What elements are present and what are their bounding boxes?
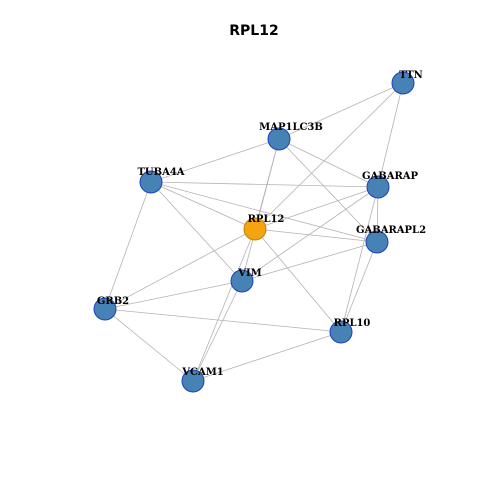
- node-label-grb2: GRB2: [97, 296, 129, 307]
- node-layer: TTN MAP1LC3B TUBA4A GABARAP RPL12GABARAPL2VI…: [93, 70, 426, 393]
- edge-gabarap-rpl12: [254, 186, 379, 230]
- edge-ttn-map1lc3b: [278, 82, 404, 140]
- node-label-rpl12: RPL12: [248, 214, 285, 225]
- edge-gabarap-rpl10: [340, 186, 379, 333]
- edge-map1lc3b-tuba4a: [150, 138, 280, 183]
- node-label-vim: VIM: [237, 268, 262, 279]
- edge-grb2-vcam1: [104, 308, 194, 382]
- node-circle-rpl10: [329, 320, 353, 344]
- edge-gabarapl2-vim: [241, 241, 378, 282]
- node-circle-vcam1: [181, 369, 205, 393]
- node-vim: VIM: [230, 268, 262, 293]
- edge-rpl12-vcam1: [192, 228, 256, 382]
- node-label-ttn: TTN: [399, 70, 423, 81]
- node-circle-grb2: [93, 297, 117, 321]
- node-label-map1lc3b: MAP1LC3B: [259, 122, 323, 133]
- node-circle-ttn: [391, 71, 415, 95]
- node-label-gabarap: GABARAP: [362, 171, 419, 182]
- edge-map1lc3b-vim: [241, 138, 280, 282]
- edge-vim-grb2: [104, 280, 243, 310]
- graph-title: RPL12: [229, 23, 278, 39]
- node-circle-map1lc3b: [267, 127, 291, 151]
- node-rpl12: RPL12: [243, 214, 285, 241]
- edge-tuba4a-grb2: [104, 181, 152, 310]
- edge-tuba4a-gabarap: [150, 181, 379, 188]
- edge-rpl12-gabarapl2: [254, 228, 378, 243]
- node-gabarap: GABARAP: [362, 171, 419, 199]
- node-vcam1: VCAM1: [181, 367, 224, 393]
- edge-map1lc3b-gabarapl2: [278, 138, 378, 243]
- edge-tuba4a-gabarapl2: [150, 181, 378, 243]
- edge-gabarapl2-rpl10: [340, 241, 378, 333]
- node-tuba4a: TUBA4A: [137, 167, 185, 194]
- edge-grb2-rpl10: [104, 308, 342, 333]
- node-circle-gabarapl2: [365, 230, 389, 254]
- edge-tuba4a-vim: [150, 181, 243, 282]
- node-grb2: GRB2: [93, 296, 129, 321]
- node-circle-tuba4a: [139, 170, 163, 194]
- edge-rpl12-rpl10: [254, 228, 342, 333]
- edge-ttn-gabarap: [377, 82, 404, 188]
- node-label-gabarapl2: GABARAPL2: [356, 225, 426, 236]
- edge-map1lc3b-gabarap: [278, 138, 379, 188]
- node-ttn: TTN: [391, 70, 423, 95]
- edge-gabarap-vim: [241, 186, 379, 282]
- node-circle-gabarap: [366, 175, 390, 199]
- node-rpl10: RPL10: [329, 318, 371, 344]
- node-label-tuba4a: TUBA4A: [137, 167, 184, 178]
- node-label-rpl10: RPL10: [334, 318, 371, 329]
- node-circle-rpl12: [243, 217, 267, 241]
- node-circle-vim: [230, 269, 254, 293]
- node-gabarapl2: GABARAPL2: [356, 225, 426, 254]
- edge-rpl10-vcam1: [192, 331, 342, 382]
- edge-rpl12-grb2: [104, 228, 256, 310]
- node-map1lc3b: MAP1LC3B: [259, 122, 323, 151]
- edge-ttn-rpl12: [254, 82, 404, 230]
- edge-tuba4a-rpl12: [150, 181, 256, 230]
- node-label-vcam1: VCAM1: [181, 367, 224, 378]
- edge-layer: [104, 82, 404, 382]
- edge-vim-vcam1: [192, 280, 243, 382]
